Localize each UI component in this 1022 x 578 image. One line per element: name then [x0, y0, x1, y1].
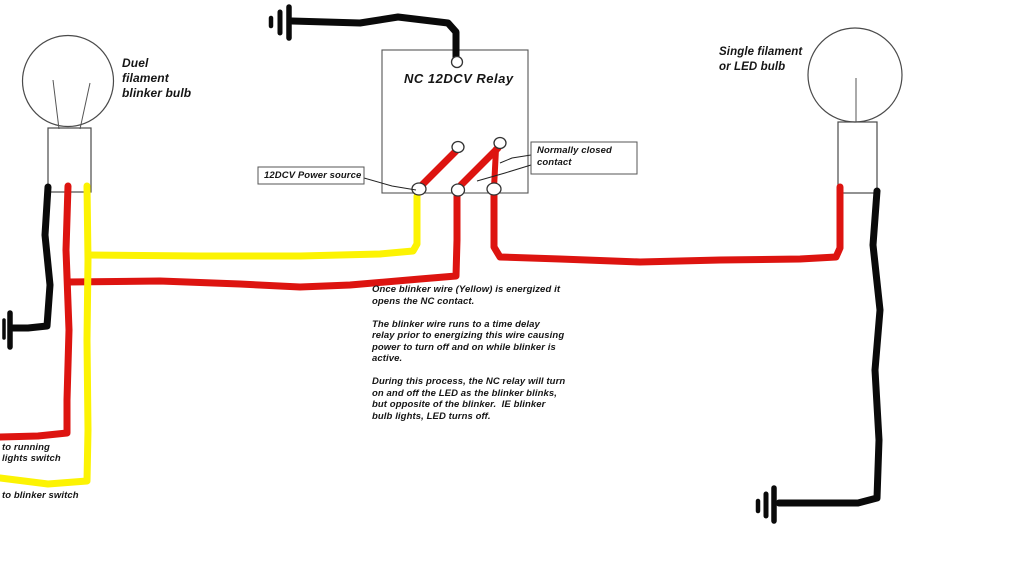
ground-symbol-left [2, 310, 13, 350]
relay-terminal-upper-left [451, 140, 465, 154]
ground-symbol-bottom-right [755, 485, 777, 524]
relay-jumper-nc-right [491, 146, 499, 191]
nc-contact-label: Normally closed contact [537, 145, 612, 168]
left-bulb-base [47, 127, 92, 193]
red-wire-relay-to-right-bulb [490, 183, 844, 266]
relay-terminal-upper-right [493, 136, 507, 150]
left-bulb-filament-1 [52, 79, 60, 130]
to-running-lights-label: to running lights switch [2, 442, 61, 464]
yellow-wire-left-bulb-to-blinker-switch [0, 182, 92, 488]
nc-contact-leader-line-2 [476, 164, 532, 182]
relay-title: NC 12DCV Relay [404, 71, 514, 86]
left-bulb-globe [21, 34, 115, 128]
red-wire-relay-to-left-bulb [64, 192, 461, 291]
relay-terminal-bottom-nc [486, 182, 502, 196]
operation-notes: Once blinker wire (Yellow) is energized … [372, 284, 566, 422]
black-wire-left-bulb-to-ground [9, 183, 54, 332]
left-bulb-label: Duel filament blinker bulb [122, 56, 192, 100]
left-bulb-filament-2 [79, 82, 91, 130]
to-blinker-switch-label: to blinker switch [2, 490, 79, 501]
nc-contact-leader-line-1 [499, 154, 532, 164]
left-bulb-symbol [21, 34, 115, 193]
black-wire-right-bulb-to-ground [775, 187, 884, 507]
right-bulb-base [837, 121, 878, 194]
ground-symbol-top [268, 4, 292, 41]
relay-terminal-bottom-power [411, 182, 427, 196]
right-bulb-symbol [807, 27, 903, 194]
right-bulb-globe [807, 27, 903, 123]
yellow-wire-relay-to-blinker [84, 192, 421, 260]
power-source-label: 12DCV Power source [264, 170, 362, 181]
relay-terminal-bottom-middle [450, 183, 466, 197]
power-source-leader-line [363, 177, 417, 191]
black-wire-top-ground-to-relay [288, 13, 460, 61]
relay-terminal-top [450, 55, 464, 69]
relay-jumper-coil-left [417, 147, 460, 190]
right-bulb-label: Single filament or LED bulb [719, 46, 803, 73]
relay-jumper-nc-left [457, 144, 502, 189]
power-source-callout-box [257, 166, 365, 185]
nc-contact-callout-box [530, 141, 638, 175]
red-wire-left-bulb-to-running-switch [0, 182, 73, 441]
